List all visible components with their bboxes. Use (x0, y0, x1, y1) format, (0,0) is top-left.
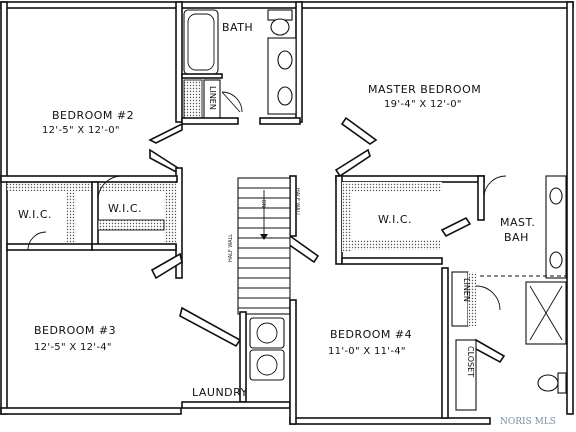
room-label-linen-right: LINEN (462, 278, 471, 302)
room-label-master-bath-line2: BAH (504, 231, 529, 244)
half-wall-label-left: HALF WALL (228, 234, 234, 262)
mls-watermark: NORIS MLS (500, 417, 556, 427)
room-label-wic-left: W.I.C. (18, 208, 52, 221)
room-dim-bedroom3: 12'-5" X 12'-4" (34, 342, 112, 353)
left-wing-walls (0, 175, 178, 251)
bath-block (175, 1, 303, 123)
room-label-laundry: LAUNDRY (192, 386, 248, 399)
stair-direction-label: DN (260, 200, 266, 208)
hall-walls (148, 116, 378, 348)
room-dim-bedroom2: 12'-5" X 12'-0" (42, 125, 120, 136)
room-label-bedroom4: BEDROOM #4 (330, 328, 412, 341)
room-label-master-bath-line1: MAST. (500, 216, 535, 229)
master-wing-walls (335, 175, 567, 419)
room-label-bedroom3: BEDROOM #3 (34, 324, 116, 337)
room-label-bedroom2: BEDROOM #2 (52, 109, 134, 122)
room-dim-master-bedroom: 19'-4" X 12'-0" (384, 99, 462, 110)
room-label-master-bedroom: MASTER BEDROOM (368, 83, 481, 96)
room-dim-bedroom4: 11'-0" X 11'-4" (328, 346, 406, 357)
room-label-closet: CLOSET (466, 346, 475, 377)
room-label-linen-top: LINEN (208, 86, 217, 110)
room-label-wic-center: W.I.C. (108, 202, 142, 215)
exterior-walls (0, 1, 574, 425)
room-label-bath: BATH (222, 21, 253, 34)
room-label-wic-master: W.I.C. (378, 213, 412, 226)
staircase: DN HALF WALL HALF WALL (228, 177, 300, 315)
half-wall-label-right: HALF WALL (294, 188, 300, 216)
laundry-appliances (181, 299, 297, 425)
